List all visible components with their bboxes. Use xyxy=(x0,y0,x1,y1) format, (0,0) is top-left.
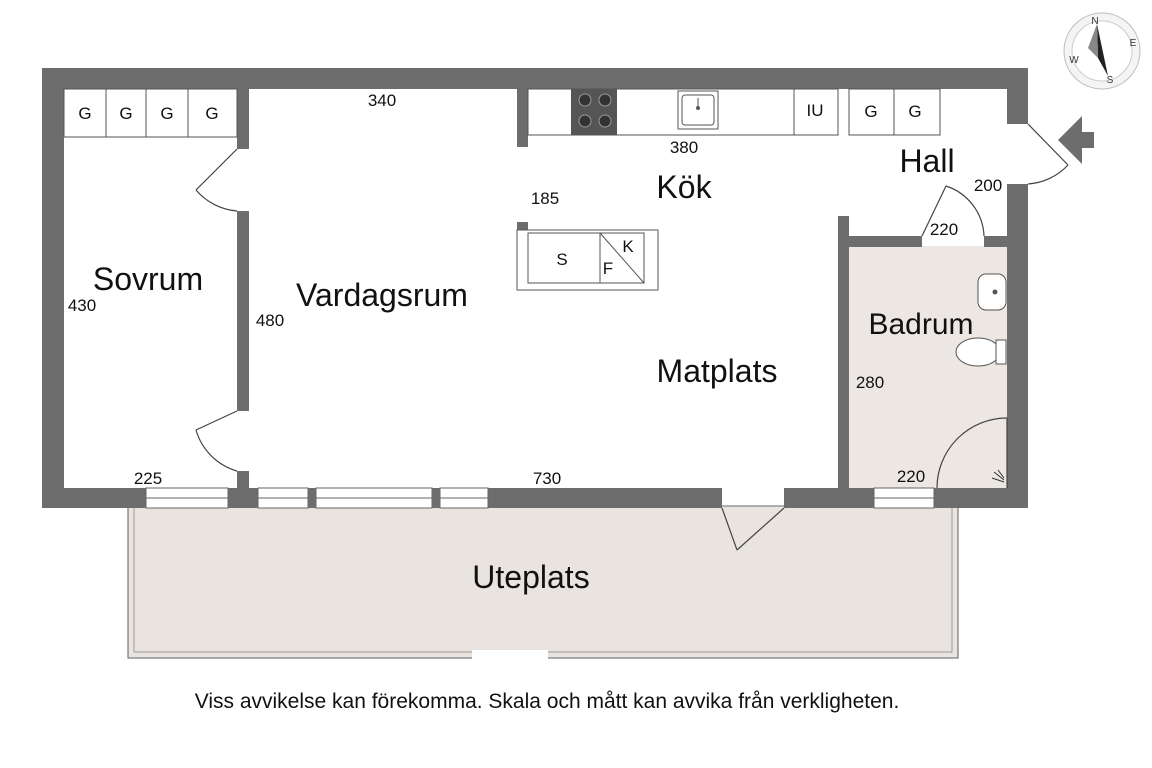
dimension-label: 220 xyxy=(897,467,925,486)
dimension-label: 380 xyxy=(670,138,698,157)
dimension-label: 220 xyxy=(930,220,958,239)
toilet-icon xyxy=(955,337,1007,367)
room-label-kok: Kök xyxy=(656,169,712,205)
compass-e: E xyxy=(1130,38,1137,49)
compass-n: N xyxy=(1091,16,1098,27)
shower-icon xyxy=(991,469,1005,483)
kitchen-counter xyxy=(527,88,839,136)
sink-icon xyxy=(677,90,719,130)
windows xyxy=(145,487,935,509)
island-f-label: F xyxy=(603,259,613,278)
doors xyxy=(195,123,1069,551)
wardrobe-label: G xyxy=(864,102,877,121)
wardrobe-label: G xyxy=(908,102,921,121)
stove-icon xyxy=(571,89,617,135)
walls xyxy=(42,68,1028,508)
dimension-label: 430 xyxy=(68,296,96,315)
dimension-label: 340 xyxy=(368,91,396,110)
dimension-label: 280 xyxy=(856,373,884,392)
compass-w: W xyxy=(1069,55,1079,66)
island-k-label: K xyxy=(622,237,634,256)
compass-s: S xyxy=(1107,75,1114,86)
room-label-hall: Hall xyxy=(899,143,954,179)
compass-icon: N E S W xyxy=(1063,12,1141,90)
dimension-label: 185 xyxy=(531,189,559,208)
wardrobes-hall xyxy=(848,88,941,136)
entrance-arrow-icon xyxy=(1058,116,1094,164)
dimension-label: 480 xyxy=(256,311,284,330)
wardrobe-label: G xyxy=(205,104,218,123)
kitchen-island xyxy=(516,229,659,291)
iu-label: IU xyxy=(807,101,824,120)
wardrobe-label: G xyxy=(160,104,173,123)
wardrobe-label: G xyxy=(119,104,132,123)
island-s-label: S xyxy=(556,250,567,269)
disclaimer-text: Viss avvikelse kan förekomma. Skala och … xyxy=(194,690,900,713)
room-label-sovrum: Sovrum xyxy=(93,261,203,297)
room-label-vardagsrum: Vardagsrum xyxy=(296,277,468,313)
room-label-uteplats: Uteplats xyxy=(472,559,589,595)
room-label-badrum: Badrum xyxy=(868,308,973,341)
wardrobes-sovrum xyxy=(63,88,238,138)
dimension-label: 200 xyxy=(974,176,1002,195)
dimension-label: 225 xyxy=(134,469,162,488)
washbasin-icon xyxy=(977,273,1007,311)
dimension-label: 730 xyxy=(533,469,561,488)
room-label-matplats: Matplats xyxy=(657,353,778,389)
wardrobe-label: G xyxy=(78,104,91,123)
